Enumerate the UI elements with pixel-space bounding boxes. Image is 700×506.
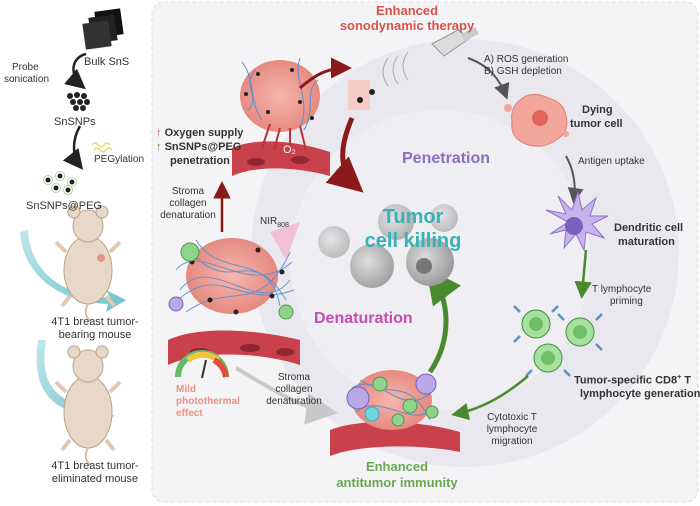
- label-tpriming-2: priming: [610, 296, 643, 307]
- label-denaturation: Denaturation: [314, 310, 413, 327]
- label-dying-1: Dying: [582, 104, 613, 116]
- label-cd8-1: Tumor-specific CD8+ T: [574, 374, 691, 387]
- peg-chain-icon: [91, 142, 113, 153]
- snsnps-icon: [67, 92, 90, 111]
- mouse-tumor-bearing-icon: [54, 205, 122, 323]
- arrow-stroma-down: [234, 366, 338, 425]
- label-sonication: sonication: [4, 74, 50, 85]
- label-snsnps-peg: SnSNPs@PEG: [26, 200, 102, 212]
- bulk-sns-icon: [82, 8, 124, 50]
- label-stroma-down-1: Stroma: [277, 372, 311, 383]
- label-immunity-2: antitumor immunity: [336, 475, 458, 490]
- thermometer-gauge-icon: [175, 350, 229, 379]
- label-killing-2: cell killing: [364, 230, 462, 252]
- dying-tumor-cell-icon: [504, 94, 569, 147]
- label-mild-2: photothermal: [176, 396, 240, 407]
- label-penetration-np: ↑ SnSNPs@PEG: [156, 141, 242, 153]
- label-bulk-sns: Bulk SnS: [84, 56, 130, 68]
- label-mouse2-line1: 4T1 breast tumor-: [51, 460, 139, 472]
- label-o2: O₂: [283, 144, 296, 156]
- immune-tumor-cluster-icon: [330, 370, 460, 456]
- label-probe: Probe: [12, 62, 39, 73]
- label-immunity-1: Enhanced: [365, 459, 429, 474]
- label-penetration: Penetration: [402, 150, 491, 167]
- label-pegylation: PEGylation: [94, 154, 145, 165]
- snsnps-peg-icon: [43, 171, 77, 195]
- dendritic-cell-icon: [545, 190, 609, 252]
- label-gsh: B) GSH depletion: [484, 66, 562, 77]
- label-penetration-np-2: penetration: [170, 155, 230, 167]
- label-stroma-up-2: collagen: [169, 198, 207, 209]
- tumor-stroma-before: [168, 222, 300, 365]
- tumor-stroma-after: [232, 57, 330, 176]
- arrow-pegylation: [62, 125, 84, 170]
- ultrasound-probe-icon: [348, 26, 479, 110]
- label-snsnps: SnSNPs: [54, 116, 96, 128]
- label-killing-1: Tumor: [382, 206, 444, 228]
- arrow-priming: [574, 249, 592, 299]
- up-arrow-green-icon: ↑: [156, 141, 162, 153]
- label-mouse1-line1: 4T1 breast tumor-: [51, 316, 139, 328]
- label-stroma-down-3: denaturation: [266, 396, 322, 407]
- label-dc-2: maturation: [618, 236, 675, 248]
- label-nir: NIR808: [260, 216, 289, 229]
- label-cytotoxic-1: Cytotoxic T: [487, 412, 537, 423]
- arrow-probe: [64, 52, 87, 90]
- label-cd8-2: lymphocyte generation: [580, 388, 700, 400]
- mouse-tumor-eliminated-icon: [54, 345, 122, 467]
- label-mild-3: effect: [176, 408, 203, 419]
- arrow-to-dying: [467, 57, 510, 100]
- label-stroma-up-3: denaturation: [160, 210, 216, 221]
- label-stroma-up-1: Stroma: [171, 186, 205, 197]
- label-cytotoxic-2: lymphocyte: [486, 424, 538, 435]
- label-sdt-1: Enhanced: [375, 3, 439, 18]
- arrow-sdt-to-killing: [325, 116, 364, 193]
- arrow-to-sdt: [299, 57, 352, 90]
- label-oxygen: ↑ Oxygen supply: [156, 127, 244, 139]
- arrow-antigen: [565, 155, 584, 204]
- arrow-cytotoxic: [451, 375, 529, 421]
- label-antigen: Antigen uptake: [578, 156, 645, 167]
- label-mouse1-line2: bearing mouse: [58, 329, 132, 341]
- tumor-killing-cells-icon: [318, 204, 458, 288]
- label-dc-1: Dendritic cell: [614, 222, 684, 234]
- label-tpriming-1: T lymphocyte: [592, 284, 652, 295]
- t-cells-icon: [513, 305, 603, 377]
- label-mild-1: Mild: [176, 384, 196, 395]
- label-cytotoxic-3: migration: [491, 436, 533, 447]
- label-ros: A) ROS generation: [484, 54, 569, 65]
- label-mouse2-line2: eliminated mouse: [51, 473, 139, 485]
- up-arrow-red-icon: ↑: [156, 127, 162, 139]
- label-stroma-down-2: collagen: [275, 384, 313, 395]
- label-dying-2: tumor cell: [570, 118, 623, 130]
- label-sdt-2: sonodynamic therapy: [339, 18, 475, 33]
